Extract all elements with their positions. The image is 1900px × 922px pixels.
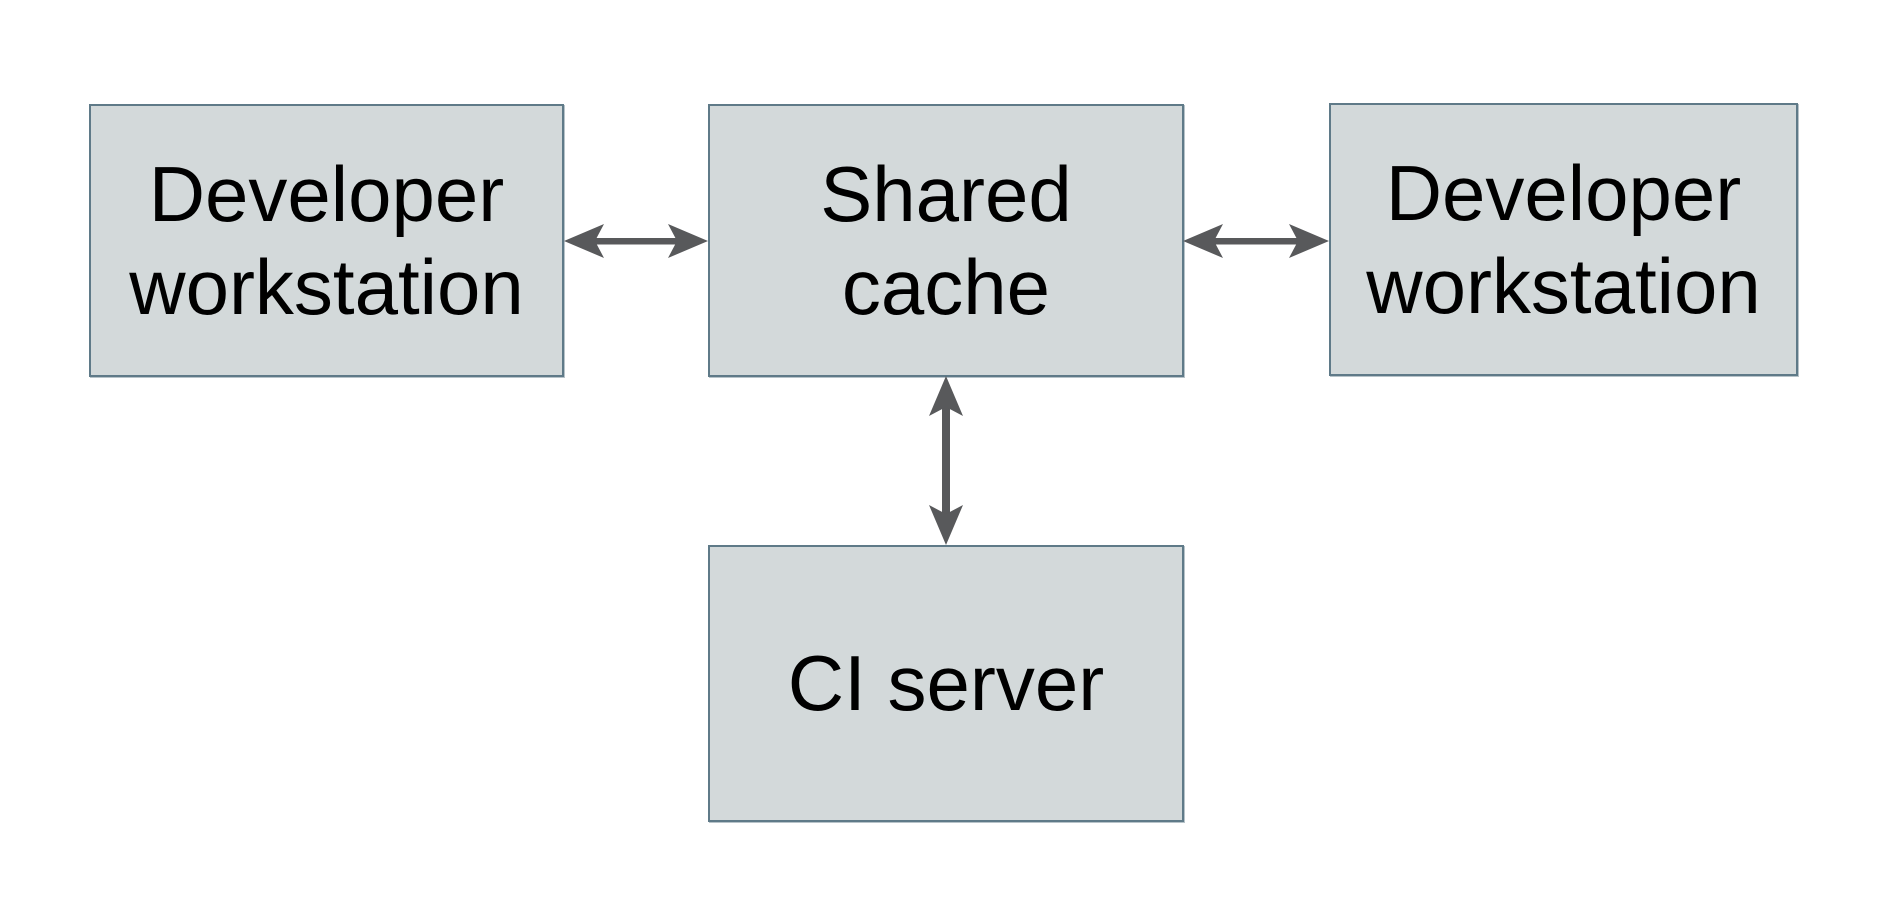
bidirectional-arrow-icon-shared-cache-ci-server (929, 376, 963, 545)
bidirectional-arrow-icon-left-workstation-shared-cache (564, 224, 708, 258)
node-shared-cache: Shared cache (708, 104, 1184, 377)
node-ci-server: CI server (708, 545, 1184, 822)
node-label-developer-workstation-right: Developer workstation (1366, 149, 1761, 330)
node-label-ci-server: CI server (787, 639, 1105, 728)
node-label-developer-workstation-left: Developer workstation (129, 150, 524, 331)
node-label-shared-cache: Shared cache (820, 150, 1072, 331)
node-developer-workstation-right: Developer workstation (1329, 103, 1798, 376)
node-developer-workstation-left: Developer workstation (89, 104, 564, 377)
bidirectional-arrow-icon-shared-cache-right-workstation (1183, 224, 1329, 258)
